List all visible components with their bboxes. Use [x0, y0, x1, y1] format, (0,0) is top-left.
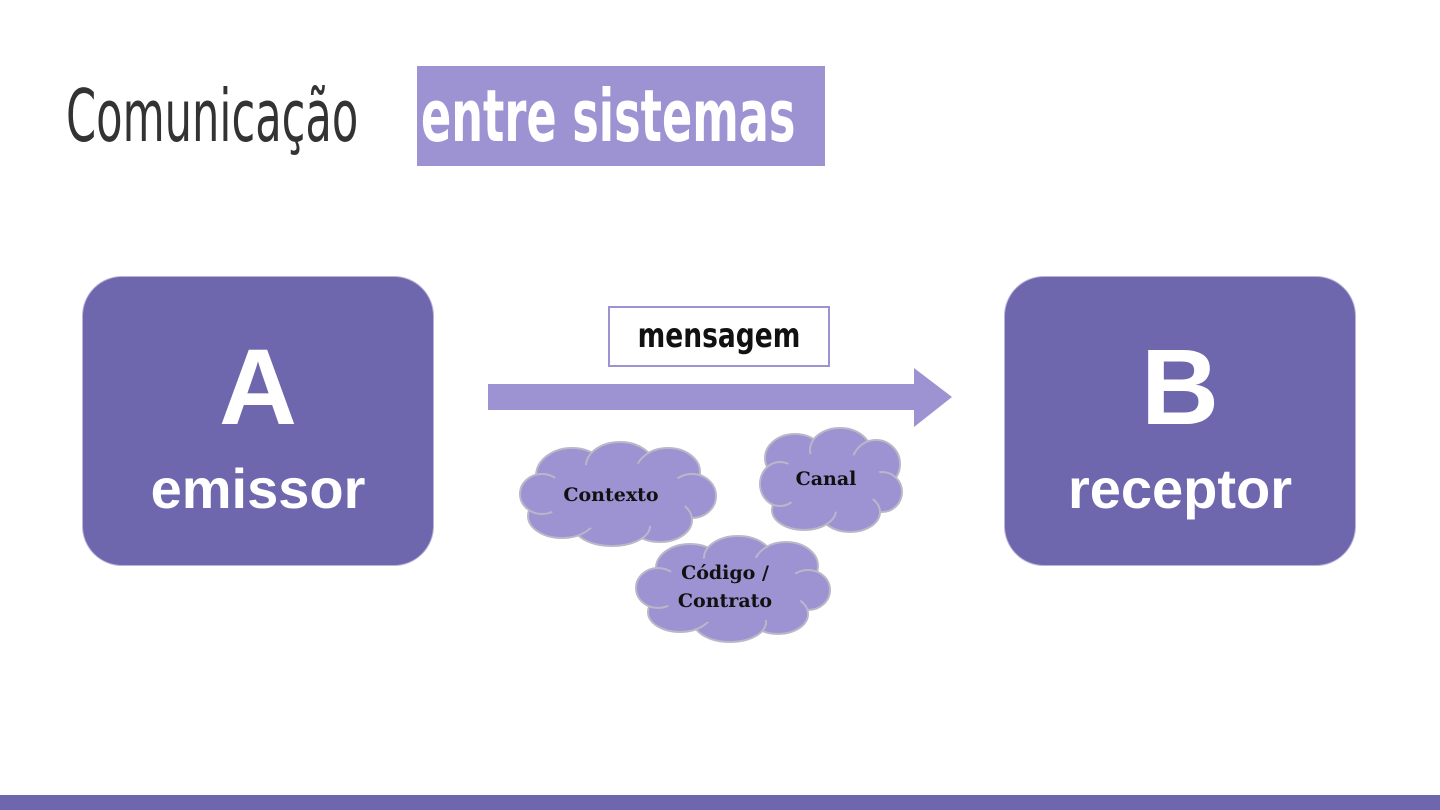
title-highlight-text: entre sistemas	[421, 74, 796, 158]
message-label-box: mensagem	[608, 306, 830, 367]
cloud-context	[519, 441, 717, 547]
sender-letter: A	[219, 326, 297, 447]
message-label: mensagem	[637, 316, 801, 356]
receiver-role: receptor	[1067, 457, 1293, 520]
cloud-context-label: Contexto	[563, 484, 659, 506]
title-highlight-box: entre sistemas	[417, 66, 825, 166]
cloud-code	[635, 535, 831, 643]
slide-title: Comunicação entre sistemas	[66, 66, 825, 166]
cloud-code-label-line1: Código /	[681, 562, 769, 584]
receiver-node: B receptor	[1004, 276, 1356, 566]
cloud-code-label-line2: Contrato	[677, 590, 773, 612]
cloud-channel-label: Canal	[795, 468, 857, 490]
message-arrow	[488, 368, 952, 427]
sender-role: emissor	[150, 457, 366, 520]
sender-node: A emissor	[82, 276, 434, 566]
footer-bar	[0, 795, 1440, 810]
cloud-channel	[759, 427, 903, 533]
receiver-letter: B	[1141, 326, 1219, 447]
